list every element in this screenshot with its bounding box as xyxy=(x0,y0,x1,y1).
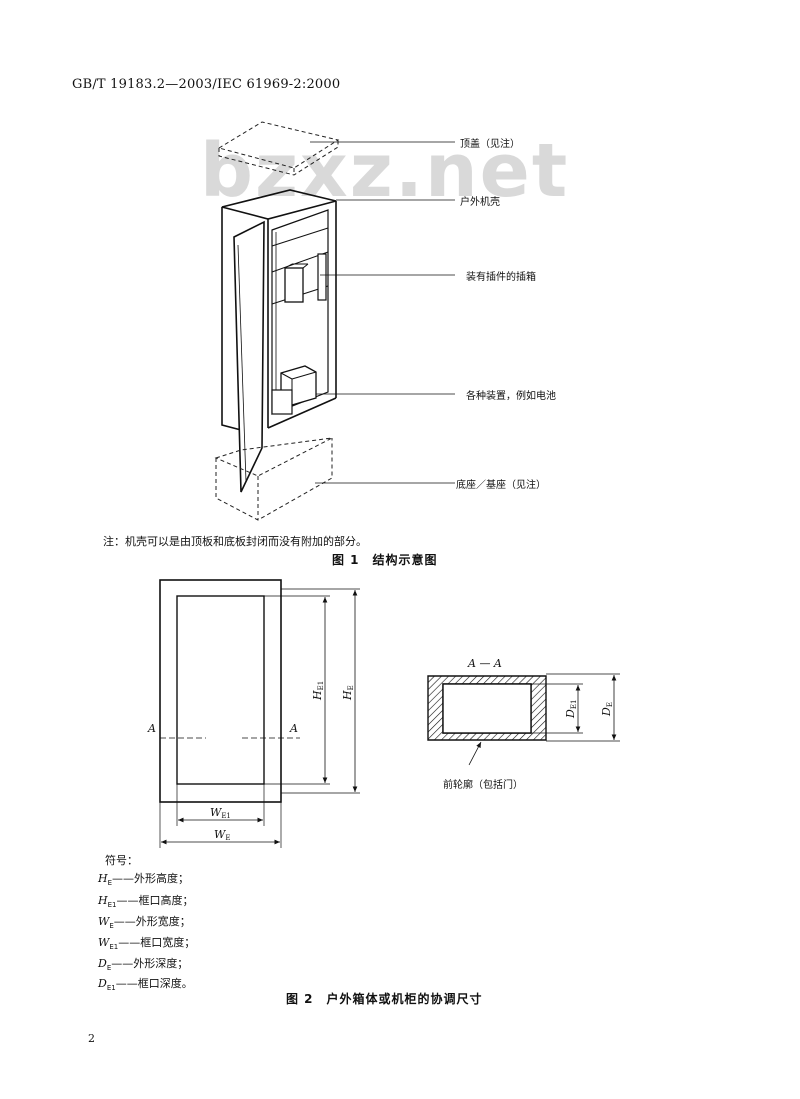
symbol-letter: H xyxy=(98,894,108,907)
symbol-row: DE——外形深度； xyxy=(98,955,188,972)
dim-H-E1: HE1 xyxy=(311,681,325,701)
page-number: 2 xyxy=(88,1032,95,1045)
front-contour-label: 前轮廓（包括门） xyxy=(443,780,523,791)
dim-D-E1: DE1 xyxy=(564,700,578,719)
symbol-description: ——外形深度； xyxy=(111,957,189,970)
symbol-description: ——外形宽度； xyxy=(113,915,191,928)
symbol-subscript: E1 xyxy=(107,901,117,910)
symbol-row: WE——外形宽度； xyxy=(98,913,191,930)
symbol-description: ——外形高度； xyxy=(112,872,190,885)
symbol-letter: D xyxy=(98,977,107,990)
symbol-row: HE——外形高度； xyxy=(98,870,189,887)
symbol-letter: W xyxy=(98,915,110,928)
cut-mark-left: A xyxy=(147,722,156,735)
symbol-subscript: E xyxy=(107,879,113,888)
symbol-subscript: E1 xyxy=(109,943,119,952)
base-drawing xyxy=(214,437,333,521)
section-view xyxy=(427,673,620,766)
figure-1-drawing xyxy=(214,121,455,521)
cut-mark-right: A xyxy=(289,722,298,735)
label-devices: 各种装置，例如电池 xyxy=(466,391,556,402)
symbol-subscript: E xyxy=(106,964,112,973)
figure-2-drawing: HE1 HE WE1 WE DE1 DE A A A — A xyxy=(147,579,620,848)
figure-1-note: 注：机壳可以是由顶板和底板封闭而没有附加的部分。 xyxy=(103,535,367,548)
label-subrack: 装有插件的插箱 xyxy=(466,272,536,283)
label-top-cover: 顶盖（见注） xyxy=(460,139,520,150)
dim-W-E: WE xyxy=(214,828,230,842)
symbol-letter: H xyxy=(98,872,108,885)
symbol-row: HE1——框口高度； xyxy=(98,892,193,909)
enclosure-drawing xyxy=(221,189,337,493)
label-base: 底座／基座（见注） xyxy=(456,480,546,491)
symbols-heading: 符号： xyxy=(105,854,138,867)
dim-W-E1: WE1 xyxy=(210,806,231,820)
symbol-description: ——框口宽度； xyxy=(118,936,196,949)
figure-1-caption: 图 1 结构示意图 xyxy=(332,553,438,567)
symbol-subscript: E xyxy=(109,922,114,931)
symbol-letter: W xyxy=(98,936,110,949)
front-view xyxy=(159,579,360,848)
symbol-description: ——框口深度。 xyxy=(115,977,193,990)
dim-D-E: DE xyxy=(600,702,614,717)
label-outdoor-enclosure: 户外机壳 xyxy=(460,197,500,208)
dim-H-E: HE xyxy=(341,685,355,701)
symbol-subscript: E1 xyxy=(106,984,116,993)
section-label: A — A xyxy=(467,657,502,670)
figure-2-caption: 图 2 户外箱体或机柜的协调尺寸 xyxy=(286,992,483,1006)
symbol-row: WE1——框口宽度； xyxy=(98,934,195,951)
symbol-row: DE1——框口深度。 xyxy=(98,975,193,992)
top-cover-drawing xyxy=(217,121,340,176)
standard-header: GB/T 19183.2—2003/IEC 61969-2:2000 xyxy=(72,77,341,92)
symbol-letter: D xyxy=(98,957,107,970)
symbol-description: ——框口高度； xyxy=(116,894,194,907)
